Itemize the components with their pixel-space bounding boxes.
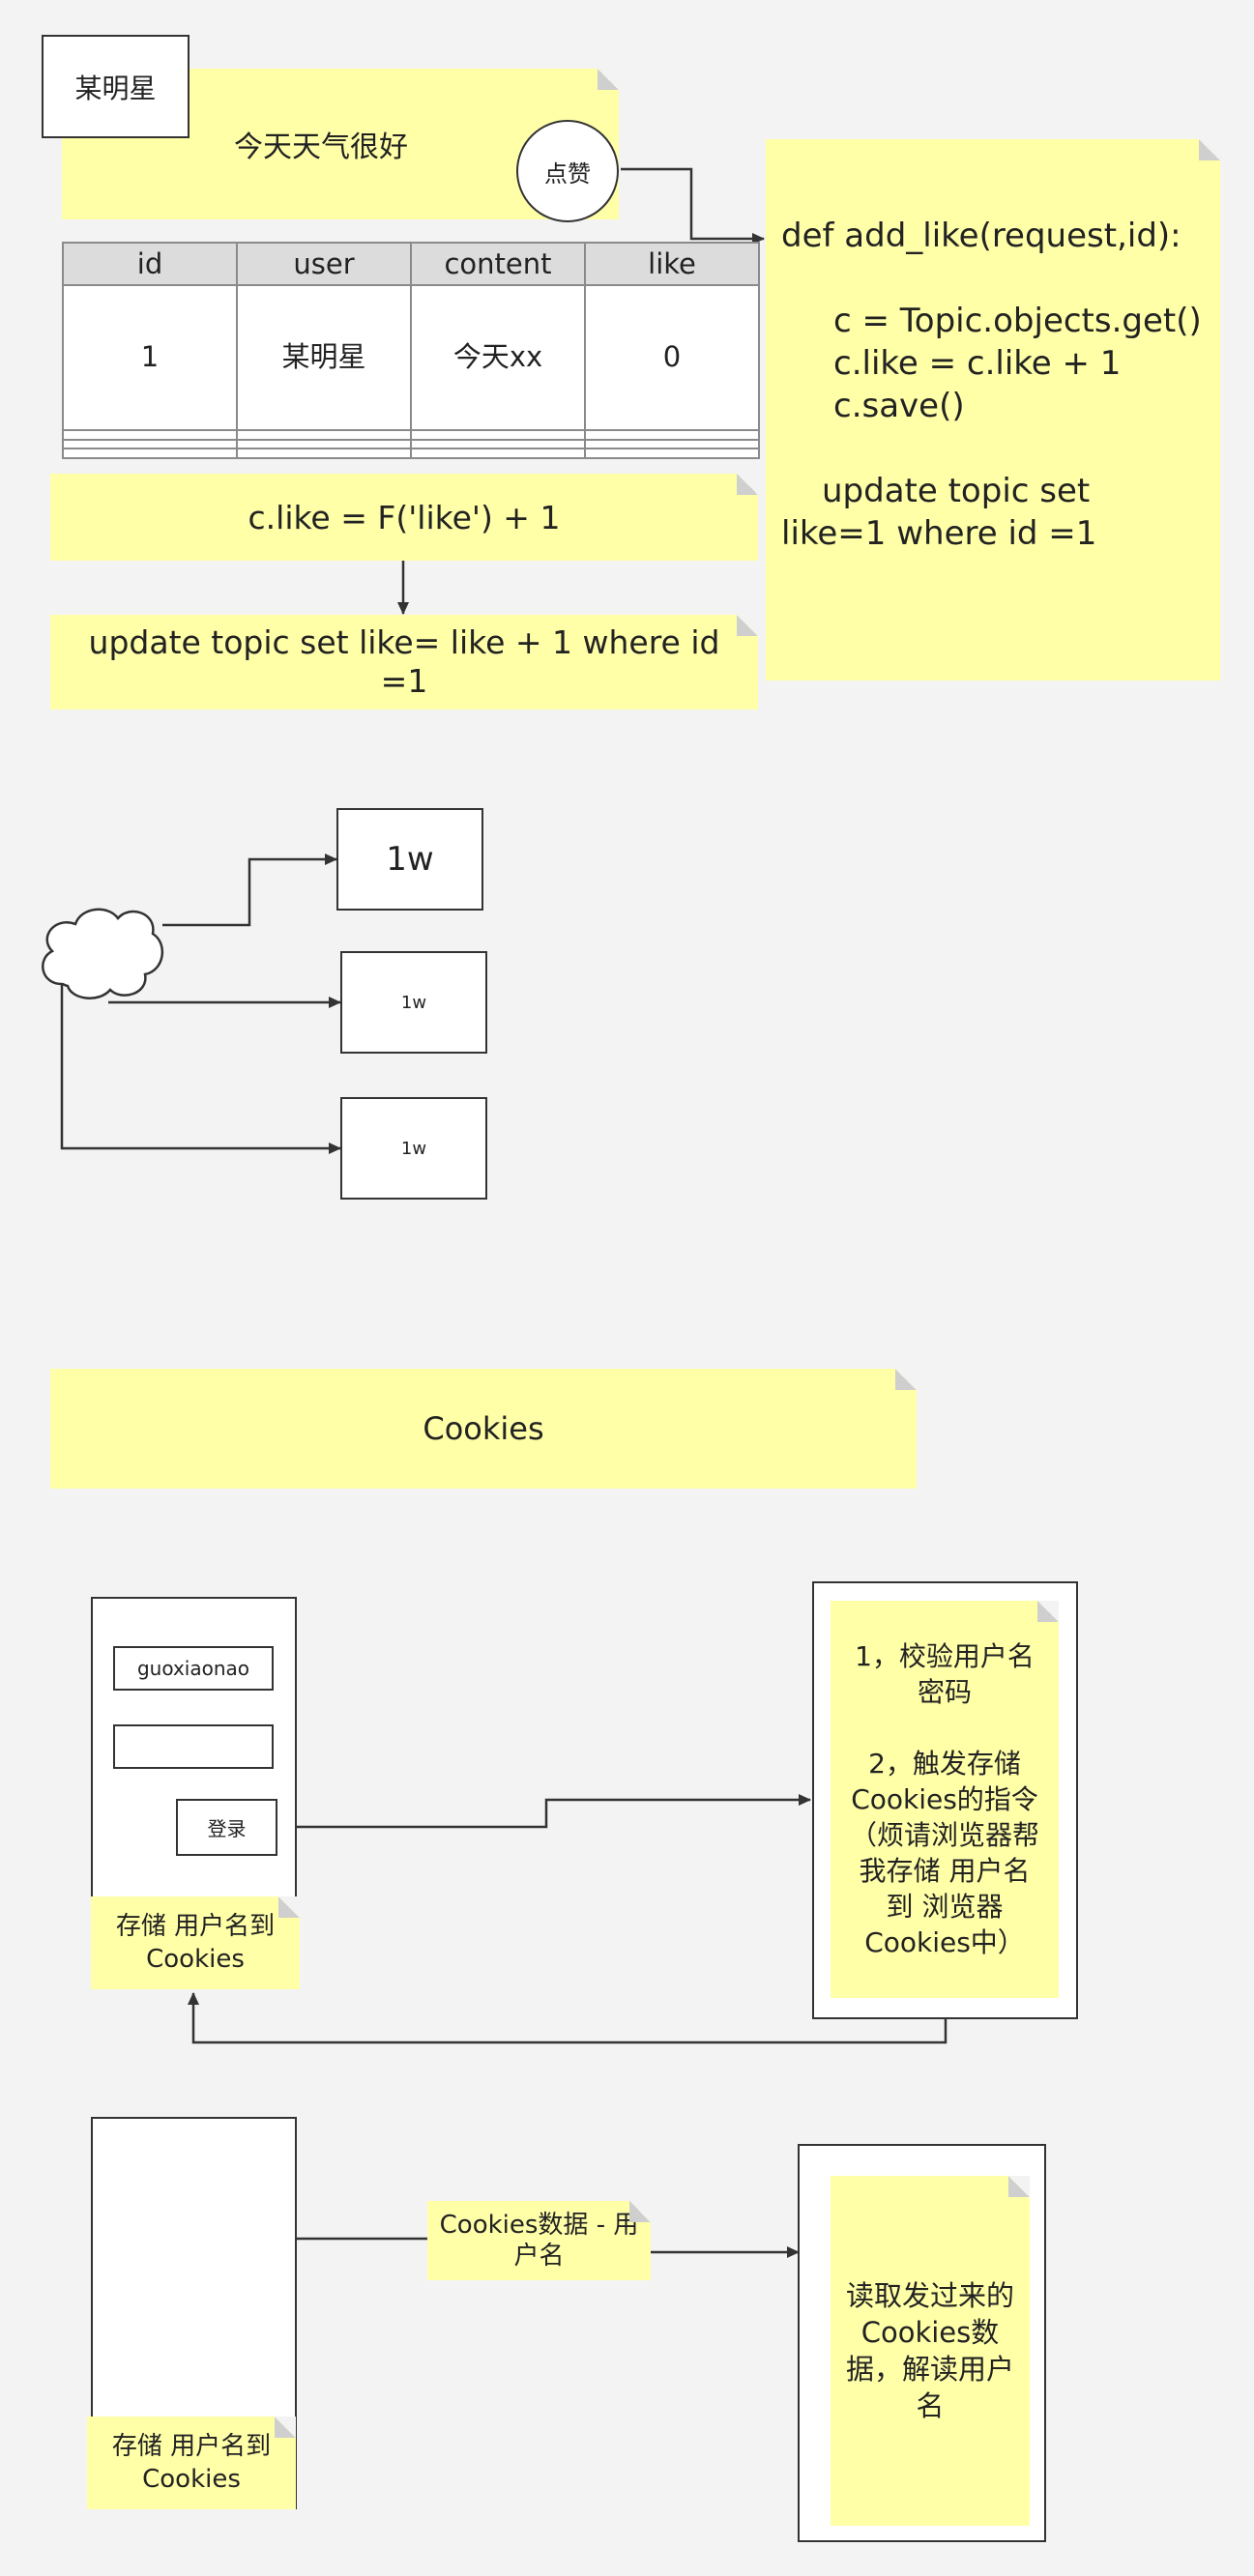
store-cookies-note-2: 存储 用户名到 Cookies [87, 2417, 296, 2509]
table-cell [62, 438, 238, 450]
col-header-id: id [62, 242, 238, 286]
cookies-title-note: Cookies [50, 1369, 917, 1489]
cloud-to-box3-arrow [60, 971, 341, 1154]
author-label: 某明星 [74, 72, 157, 104]
store-cookies-text: 存储 用户名到 Cookies [115, 1912, 276, 1974]
cookies-flow-label: Cookies数据 - 用户名 [427, 2201, 651, 2280]
table-cell [410, 438, 586, 450]
table-cell [410, 448, 586, 459]
table-cell [62, 448, 238, 459]
store-cookies-text-2: 存储 用户名到 Cookies [111, 2432, 272, 2494]
node-box-2-label: 1w [400, 992, 427, 1013]
password-field[interactable] [113, 1724, 274, 1769]
server-steps-text: 1，校验用户名密码 2，触发存储Cookies的指令（烦请浏览器帮我存储 用户名… [849, 1640, 1039, 1958]
f-expression-note: c.like = F('like') + 1 [50, 474, 758, 561]
table-row: 1 某明星 今天xx 0 [62, 284, 760, 431]
table-cell [584, 438, 760, 450]
table-cell: 1 [62, 284, 238, 431]
col-header-user: user [236, 242, 412, 286]
node-box-3-label: 1w [400, 1138, 427, 1159]
username-value: guoxiaonao [136, 1657, 250, 1680]
node-box-2: 1w [340, 951, 487, 1054]
post-text: 今天天气很好 [234, 130, 408, 164]
f-sql-text: update topic set like= like + 1 where id… [88, 623, 720, 700]
cloud-icon [42, 908, 164, 999]
username-field[interactable]: guoxiaonao [113, 1646, 274, 1691]
table-cell: 今天xx [410, 284, 586, 431]
cookies-title: Cookies [423, 1410, 544, 1447]
node-box-1-label: 1w [386, 840, 434, 879]
code-line: like=1 where id =1 [781, 514, 1097, 553]
f-expression-text: c.like = F('like') + 1 [248, 498, 561, 536]
table-cell [584, 448, 760, 459]
server-read-text: 读取发过来的Cookies数据，解读用户名 [845, 2279, 1014, 2422]
cookies-flow-text: Cookies数据 - 用户名 [439, 2211, 639, 2271]
table-row [62, 448, 760, 459]
code-line: c.like = c.like + 1 [833, 344, 1122, 383]
table-cell [236, 429, 412, 441]
author-label-box: 某明星 [42, 35, 190, 138]
table-cell [62, 429, 238, 441]
login-to-server-arrow [277, 1794, 811, 1829]
table-cell [584, 429, 760, 441]
col-header-content: content [410, 242, 586, 286]
login-button-label: 登录 [207, 1817, 247, 1840]
table-row [62, 429, 760, 441]
like-button-label: 点赞 [544, 159, 591, 188]
store-cookies-note: 存储 用户名到 Cookies [91, 1896, 300, 1989]
server-steps-note: 1，校验用户名密码 2，触发存储Cookies的指令（烦请浏览器帮我存储 用户名… [831, 1601, 1059, 1998]
table-cell [236, 438, 412, 450]
table-row [62, 438, 760, 450]
table-cell: 0 [584, 284, 760, 431]
table-cell [236, 448, 412, 459]
node-box-3: 1w [340, 1097, 487, 1200]
code-line: c.save() [833, 387, 965, 425]
table-cell: 某明星 [236, 284, 412, 431]
code-line: update topic set [822, 472, 1091, 510]
cloud-to-box1-arrow [162, 854, 337, 927]
login-button[interactable]: 登录 [176, 1799, 277, 1856]
table-cell [410, 429, 586, 441]
server-read-note: 读取发过来的Cookies数据，解读用户名 [831, 2176, 1030, 2526]
f-sql-note: update topic set like= like + 1 where id… [50, 615, 758, 709]
code-line: c = Topic.objects.get() [833, 302, 1202, 340]
node-box-1: 1w [336, 808, 483, 911]
server-to-store-arrow [188, 1992, 948, 2044]
like-to-code-arrow [621, 167, 765, 245]
code-note: def add_like(request,id): c = Topic.obje… [766, 139, 1220, 680]
like-button[interactable]: 点赞 [516, 120, 619, 222]
topic-table: id user content like 1 某明星 今天xx 0 [62, 242, 760, 459]
col-header-like: like [584, 242, 760, 286]
code-line: def add_like(request,id): [781, 217, 1181, 255]
